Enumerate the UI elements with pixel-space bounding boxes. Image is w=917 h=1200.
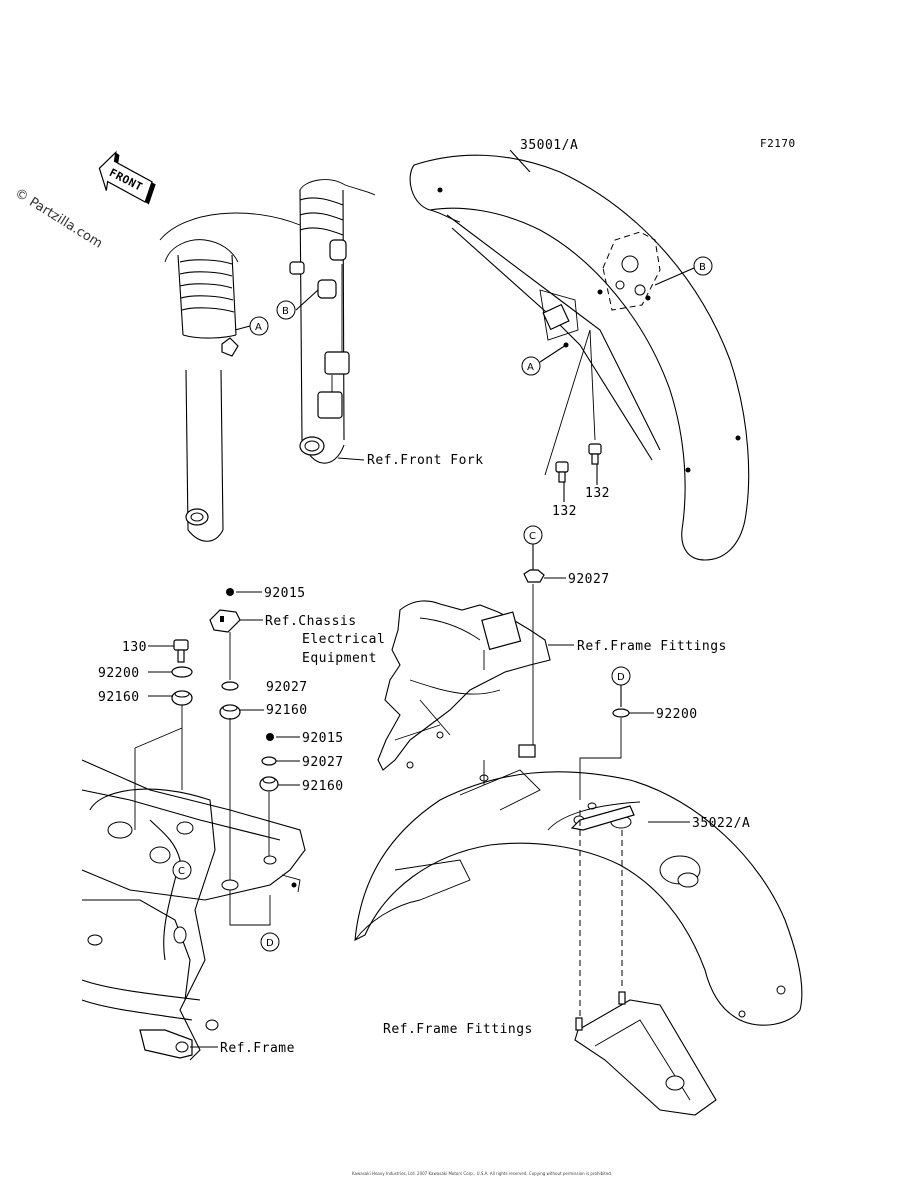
- ref-chassis-label-3: Equipment: [302, 651, 377, 666]
- part-92160-mid-label: 92160: [266, 703, 308, 718]
- ref-frame-fittings-upper-label: Ref.Frame Fittings: [577, 639, 727, 654]
- ref-chassis-label-2: Electrical: [302, 632, 385, 647]
- part-130-label: 130: [122, 640, 147, 655]
- diagram-code: F2170: [760, 137, 796, 150]
- front-arrow-icon: FRONT: [98, 150, 156, 205]
- svg-text:B: B: [282, 306, 289, 317]
- marker-b-fork: B: [276, 300, 296, 320]
- ref-chassis-label-1: Ref.Chassis: [265, 614, 357, 629]
- svg-text:A: A: [255, 322, 262, 333]
- part-92015-lower-label: 92015: [302, 731, 344, 746]
- frame-fittings-upper-illustration: [377, 600, 551, 771]
- marker-d-rear: D: [611, 666, 631, 686]
- part-92160-left-label: 92160: [98, 690, 140, 705]
- rear-fender-illustration: [354, 744, 803, 1026]
- footer-copyright: Kawasaki Heavy Industries, Ltd. 2007 Kaw…: [352, 1171, 612, 1176]
- svg-text:D: D: [617, 672, 625, 683]
- washer-92200-left: [171, 666, 193, 678]
- svg-text:A: A: [527, 362, 534, 373]
- front-fender-illustration: [409, 154, 750, 561]
- nut-92027-top: [523, 569, 545, 583]
- ref-front-fork-label: Ref.Front Fork: [367, 453, 484, 468]
- part-92015-upper: [226, 588, 234, 596]
- grommet-92160-low: [259, 776, 279, 792]
- part-92200-left-label: 92200: [98, 666, 140, 681]
- part-92027-top-label: 92027: [568, 572, 610, 587]
- marker-c-frame: C: [172, 860, 192, 880]
- front-fork-illustration: [159, 179, 376, 542]
- svg-text:C: C: [178, 866, 185, 877]
- marker-d-frame: D: [260, 932, 280, 952]
- svg-text:D: D: [266, 938, 274, 949]
- washer-92027-mid: [221, 681, 239, 691]
- grommet-92160-left: [171, 690, 193, 706]
- svg-text:C: C: [529, 531, 536, 542]
- marker-a-fender: A: [521, 356, 541, 376]
- grommet-92160-mid: [219, 704, 241, 720]
- bolt-132-lower: [555, 461, 569, 483]
- part-92015-lower: [266, 733, 274, 741]
- washer-92027-low: [261, 756, 277, 766]
- chassis-bracket: [209, 609, 241, 633]
- bolt-130: [173, 639, 189, 663]
- part-92027-low-label: 92027: [302, 755, 344, 770]
- part-92160-low-label: 92160: [302, 779, 344, 794]
- marker-b-fender: B: [693, 256, 713, 276]
- frame-illustration: [81, 759, 306, 1061]
- bolt-132-upper: [588, 443, 602, 465]
- ref-frame-label: Ref.Frame: [220, 1041, 295, 1056]
- washer-92200-right: [612, 708, 630, 718]
- marker-c-top: C: [523, 525, 543, 545]
- part-35001-a-label: 35001/A: [520, 138, 578, 153]
- part-132-label-lower: 132: [552, 504, 577, 519]
- part-92027-mid-label: 92027: [266, 680, 308, 695]
- part-92015-upper-label: 92015: [264, 586, 306, 601]
- ref-frame-fittings-lower-label: Ref.Frame Fittings: [383, 1022, 533, 1037]
- watermark-text: © Partzilla.com: [12, 186, 105, 252]
- marker-a-fork: A: [249, 316, 269, 336]
- part-35022-a-label: 35022/A: [692, 816, 750, 831]
- frame-fittings-lower-illustration: [574, 991, 717, 1116]
- part-92200-right-label: 92200: [656, 707, 698, 722]
- part-132-label-upper: 132: [585, 486, 610, 501]
- svg-text:B: B: [699, 262, 706, 273]
